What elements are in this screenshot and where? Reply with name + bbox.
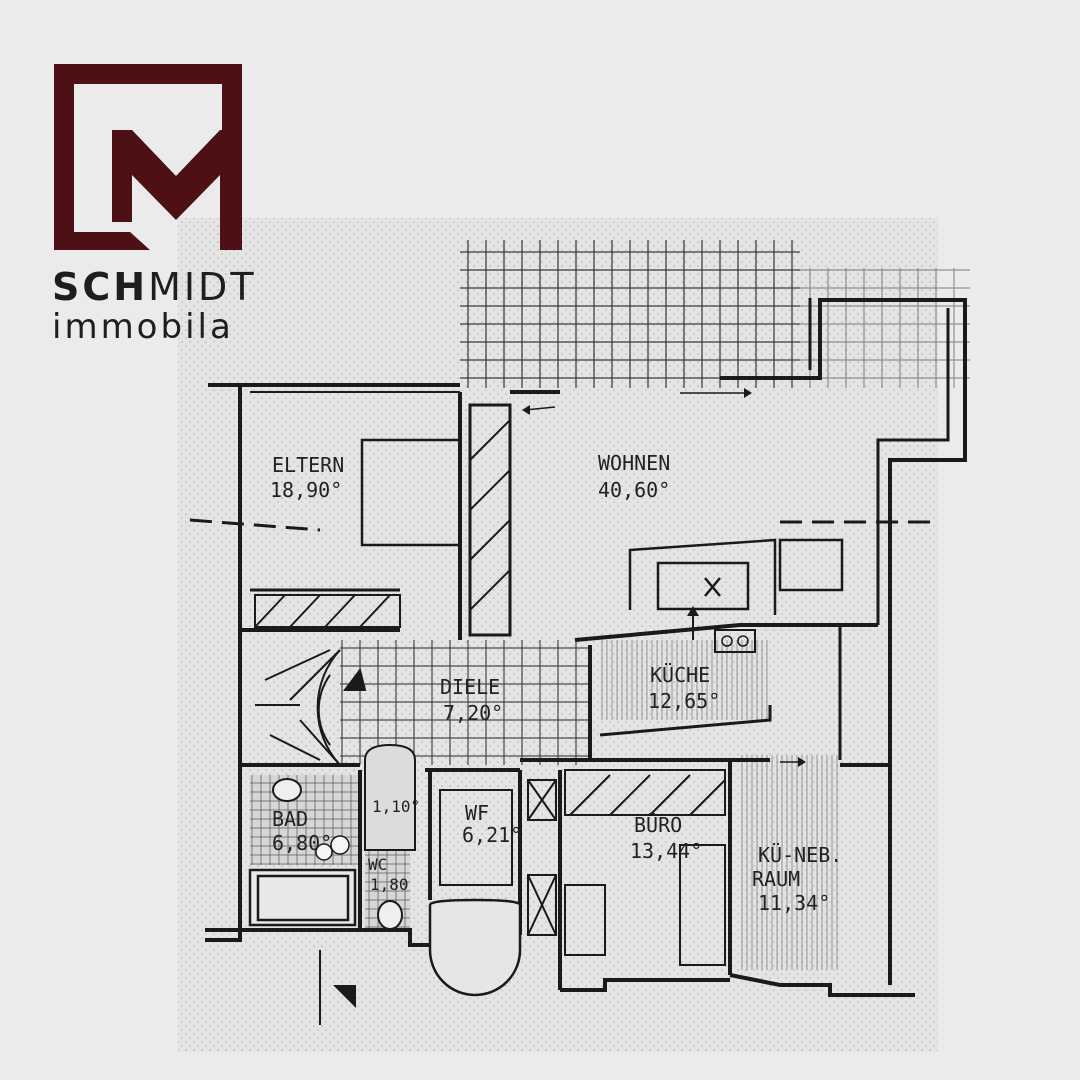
buero-closets (527, 769, 726, 966)
fireplace (628, 538, 844, 615)
walls (205, 298, 967, 997)
room-area-buero: 13,44° (630, 839, 702, 863)
room-name-wc: WC (368, 855, 387, 874)
room-area-bad: 6,80° (272, 831, 332, 855)
room-name-kueche: KÜCHE (650, 663, 710, 687)
closet-outline (364, 743, 416, 851)
diele-floor (340, 640, 590, 765)
wohnen-shelf (469, 419, 511, 611)
room-name-diele: DIELE (440, 675, 500, 699)
room-name-wohnen: WOHNEN (598, 451, 670, 475)
room-name-kue-neb: KÜ-NEB. (758, 843, 842, 867)
eltern-wardrobe (254, 594, 401, 628)
terrace-grid (460, 240, 970, 388)
brand-name: SCHMIDT (52, 268, 257, 306)
brand-name-bold: SCH (52, 265, 149, 309)
room-name-bad: BAD (272, 807, 308, 831)
company-logo (54, 64, 242, 250)
room-area-kue-neb: 11,34° (758, 891, 830, 915)
bad-sink (330, 835, 350, 855)
section-line-left (189, 518, 321, 532)
arrow-right-icon-kue-neb (780, 757, 806, 767)
kue-neb-floor (740, 755, 840, 970)
room-name-wf: WF (465, 801, 489, 825)
room-name-eltern: ELTERN (272, 453, 344, 477)
room-name-buero: BÜRO (634, 813, 682, 837)
arrow-right-icon (680, 388, 752, 398)
kueche-floor (600, 640, 770, 720)
arrow-left-icon (522, 405, 556, 415)
stove (714, 629, 756, 653)
bathtub (248, 868, 357, 927)
room-area-eltern: 18,90° (270, 478, 342, 502)
wf-cabinet (439, 789, 513, 886)
room-labels: ELTERN 18,90° WOHNEN 40,60° DIELE 7,20° … (270, 451, 842, 915)
wc-toilet (377, 900, 403, 930)
room-area-wf: 6,21° (462, 823, 522, 847)
eltern-bed (360, 438, 462, 547)
room-area-closet: 1,10° (372, 797, 420, 816)
room-name2-kue-neb: RAUM (752, 867, 800, 891)
entrance-marker (319, 950, 356, 1025)
room-area-diele: 7,20° (443, 701, 503, 725)
room-area-wohnen: 40,60° (598, 478, 670, 502)
wf-round-bay (428, 898, 522, 997)
brand-tagline: immobila (52, 307, 234, 347)
brand-name-light: MIDT (148, 265, 257, 309)
spiral-staircase (255, 649, 367, 766)
bad-toilet (272, 778, 302, 802)
arrow-up-icon (687, 606, 699, 640)
room-area-wc: 1,80 (370, 875, 409, 894)
room-area-kueche: 12,65° (648, 689, 720, 713)
